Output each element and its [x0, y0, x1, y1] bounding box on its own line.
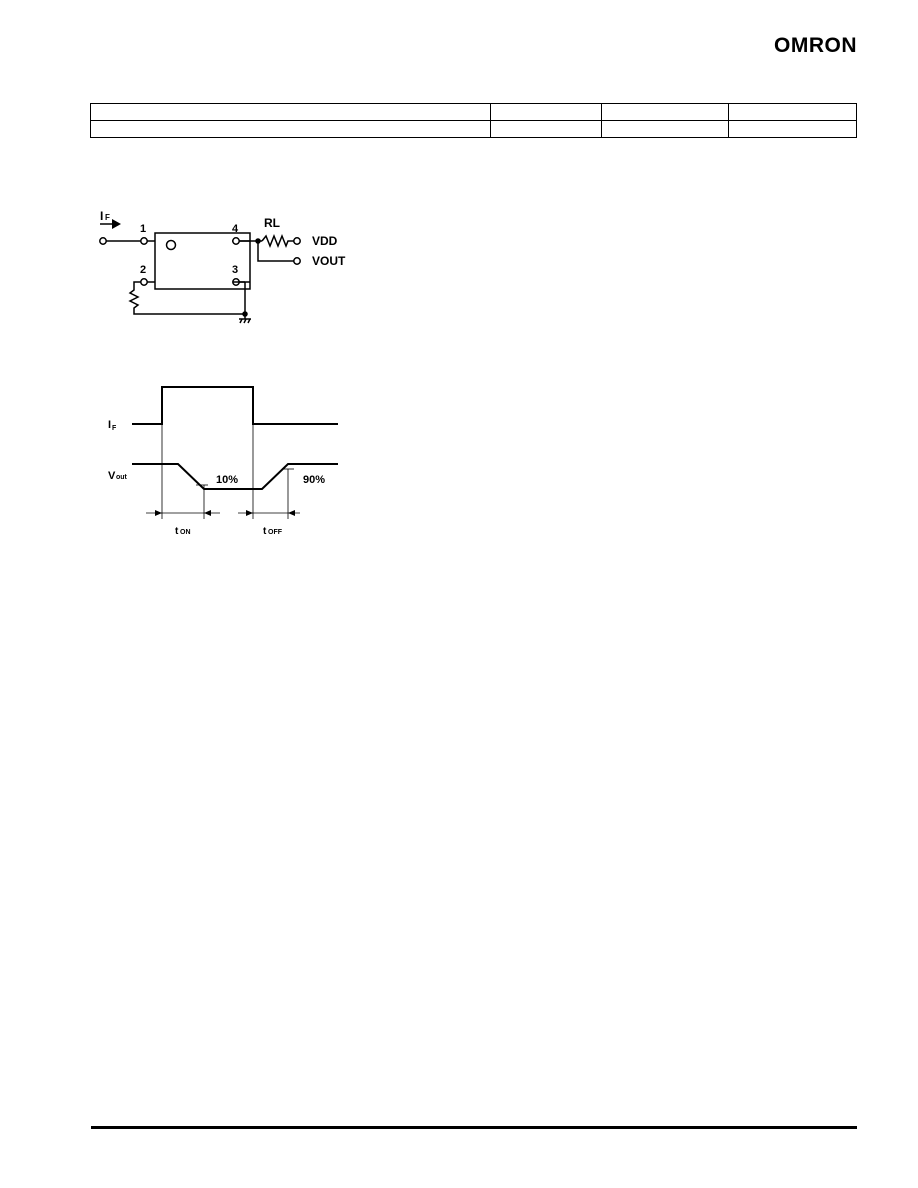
if-subscript: F	[112, 425, 117, 432]
toff-label: t	[263, 526, 267, 537]
toff-arrow-icon	[288, 510, 295, 516]
load-resistor-label: RL	[264, 216, 280, 230]
ton-arrow-icon	[155, 510, 162, 516]
table-cell	[601, 120, 729, 138]
if-label: I	[108, 419, 111, 431]
table-cell	[90, 120, 491, 138]
footer-rule	[91, 1126, 857, 1129]
ninety-percent-label: 90%	[303, 474, 325, 486]
vdd-label: VDD	[312, 234, 338, 248]
table-row	[90, 120, 857, 138]
input-current-subscript: F	[105, 213, 110, 222]
omron-logo: OMRON	[774, 34, 857, 57]
ton-arrow-icon	[204, 510, 211, 516]
input-arrow-icon	[100, 219, 121, 229]
pin-4-label: 4	[232, 223, 239, 235]
if-waveform	[132, 386, 338, 425]
table-cell	[90, 103, 491, 121]
pin1-marker-icon	[165, 239, 177, 251]
table-cell	[728, 120, 857, 138]
pin-1-label: 1	[140, 223, 146, 235]
table-row	[90, 103, 857, 121]
table-cell	[728, 103, 857, 121]
ton-subscript: ON	[180, 529, 191, 536]
vout-label: V	[108, 470, 116, 482]
table-cell	[490, 120, 602, 138]
table-cell	[601, 103, 729, 121]
toff-subscript: OFF	[268, 529, 283, 536]
table-cell	[490, 103, 602, 121]
toff-arrow-icon	[246, 510, 253, 516]
spec-table	[90, 103, 857, 138]
pin-3-label: 3	[232, 264, 238, 276]
test-circuit-diagram: I F 1 2 3 4 RL VDD VOUT	[99, 209, 346, 324]
pin-2-label: 2	[140, 264, 146, 276]
input-current-label: I	[100, 209, 103, 223]
ten-percent-label: 10%	[216, 474, 238, 486]
vout-label: VOUT	[312, 254, 346, 268]
timing-waveform-diagram: I F V out 10% 90% t ON t OFF	[108, 386, 338, 537]
vout-waveform	[132, 463, 338, 490]
ton-label: t	[175, 526, 179, 537]
vout-subscript: out	[116, 474, 128, 481]
